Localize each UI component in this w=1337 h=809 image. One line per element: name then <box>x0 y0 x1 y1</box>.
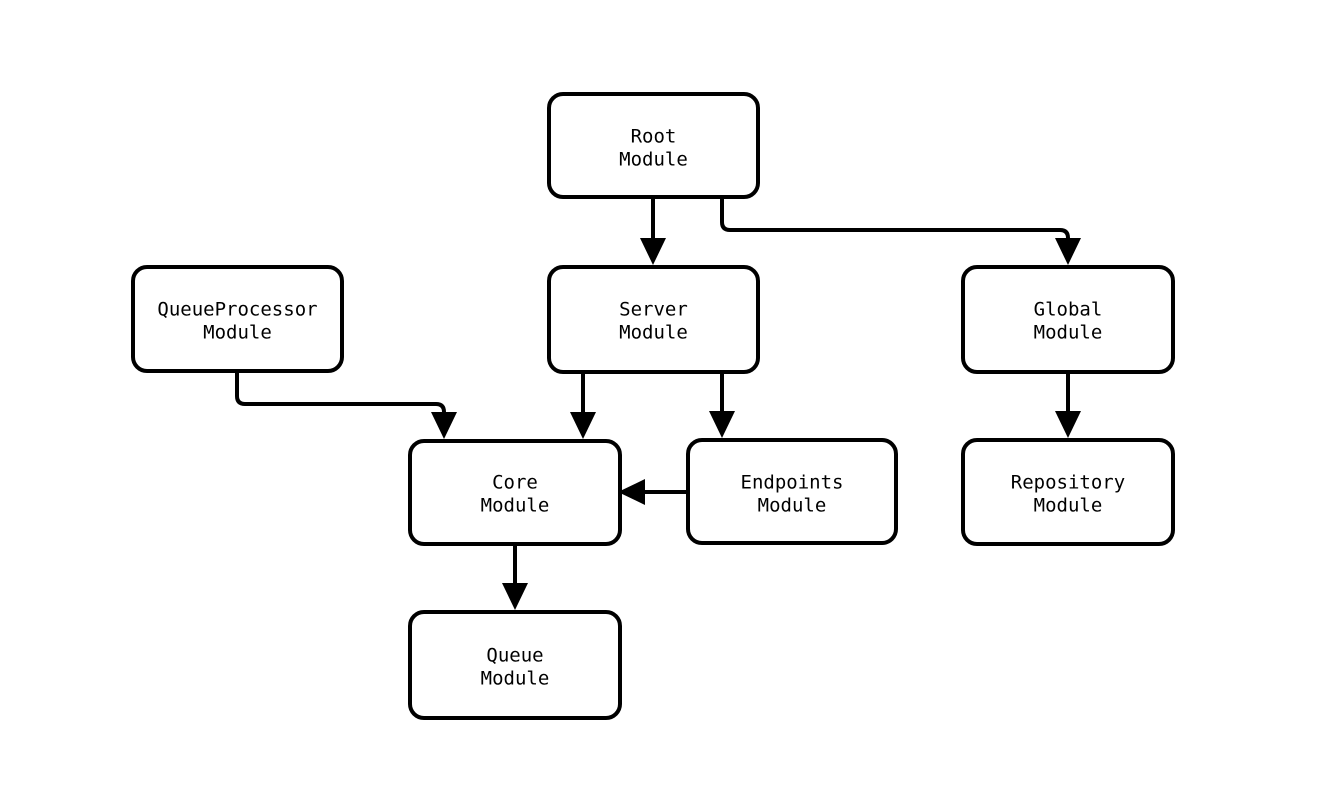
node-root-module-box[interactable] <box>547 92 760 199</box>
node-endpoints-module-label-line1: Endpoints <box>741 472 844 494</box>
node-core-module[interactable]: Core Module <box>408 439 622 546</box>
node-server-module[interactable]: Server Module <box>547 265 760 374</box>
node-endpoints-module[interactable]: Endpoints Module <box>686 438 898 545</box>
node-root-module-label-line1: Root <box>631 126 677 148</box>
edge-server-to-endpoints-arrowhead <box>709 411 735 438</box>
node-queue-module-label-line2: Module <box>481 668 550 690</box>
node-server-module-box[interactable] <box>547 265 760 374</box>
edge-root-to-global-line <box>720 197 1070 246</box>
node-queueprocessor-module-box[interactable] <box>131 265 344 373</box>
node-queueprocessor-module-label-line2: Module <box>203 322 272 344</box>
node-queue-module-label-line1: Queue <box>486 645 543 667</box>
node-core-module-label-line1: Core <box>492 472 538 494</box>
edge-queueprocessor-to-core <box>235 371 457 439</box>
edge-server-to-endpoints <box>709 372 735 438</box>
edge-root-to-server-arrowhead <box>640 238 666 265</box>
node-root-module-label-line2: Module <box>619 149 688 171</box>
edge-global-to-repository <box>1055 372 1081 438</box>
edge-server-to-core-arrowhead <box>570 412 596 439</box>
edge-global-to-repository-arrowhead <box>1055 411 1081 438</box>
node-repository-module-label-line1: Repository <box>1011 472 1125 494</box>
node-queue-module-box[interactable] <box>408 610 622 720</box>
edge-root-to-global <box>720 197 1081 265</box>
node-global-module[interactable]: Global Module <box>961 265 1175 374</box>
node-root-module[interactable]: Root Module <box>547 92 760 199</box>
edge-server-to-core <box>570 372 596 439</box>
edge-root-to-global-arrowhead <box>1055 238 1081 265</box>
node-global-module-box[interactable] <box>961 265 1175 374</box>
edge-root-to-server <box>640 197 666 265</box>
edge-core-to-queue <box>502 544 528 610</box>
edge-endpoints-to-core <box>618 479 688 505</box>
node-core-module-label-line2: Module <box>481 495 550 517</box>
node-queueprocessor-module-label-line1: QueueProcessor <box>157 299 317 321</box>
node-server-module-label-line2: Module <box>619 322 688 344</box>
edge-queueprocessor-to-core-line <box>235 371 446 420</box>
node-core-module-box[interactable] <box>408 439 622 546</box>
node-endpoints-module-label-line2: Module <box>758 495 827 517</box>
edge-queueprocessor-to-core-arrowhead <box>431 412 457 439</box>
node-repository-module[interactable]: Repository Module <box>961 438 1175 546</box>
node-global-module-label-line2: Module <box>1034 322 1103 344</box>
node-global-module-label-line1: Global <box>1034 299 1103 321</box>
node-queueprocessor-module[interactable]: QueueProcessor Module <box>131 265 344 373</box>
node-endpoints-module-box[interactable] <box>686 438 898 545</box>
node-queue-module[interactable]: Queue Module <box>408 610 622 720</box>
node-repository-module-label-line2: Module <box>1034 495 1103 517</box>
edge-core-to-queue-arrowhead <box>502 583 528 610</box>
edge-endpoints-to-core-arrowhead <box>618 479 645 505</box>
node-server-module-label-line1: Server <box>619 299 688 321</box>
node-repository-module-box[interactable] <box>961 438 1175 546</box>
